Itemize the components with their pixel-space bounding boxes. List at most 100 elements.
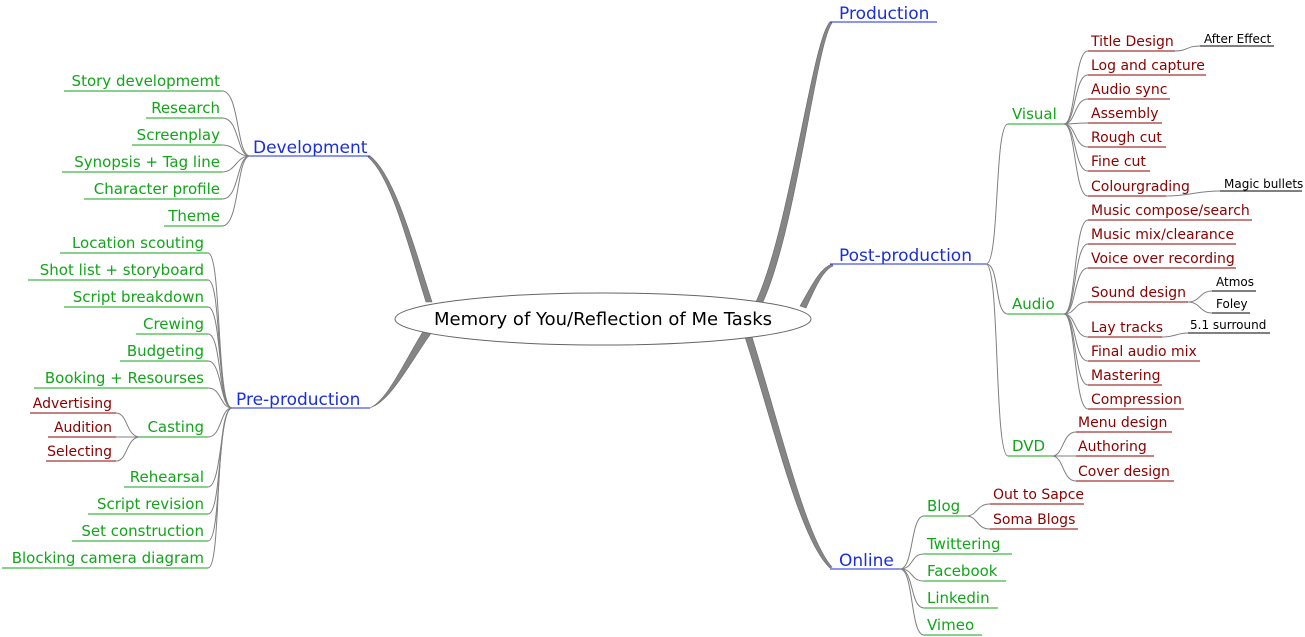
pre-production-items: Location scouting Shot list + storyboard… — [2, 234, 208, 569]
svg-text:Voice over recording: Voice over recording — [1091, 251, 1235, 267]
svg-text:Budgeting: Budgeting — [127, 342, 204, 360]
svg-text:Crewing: Crewing — [143, 315, 204, 333]
casting-items: Advertising Audition Selecting — [30, 396, 116, 462]
list-item[interactable]: Music mix/clearance — [1088, 227, 1236, 245]
list-item[interactable]: Booking + Resourses — [34, 369, 208, 389]
list-item[interactable]: Soma Blogs — [990, 512, 1078, 530]
svg-text:Location scouting: Location scouting — [72, 234, 204, 252]
list-item[interactable]: Location scouting — [60, 234, 208, 254]
svg-text:Theme: Theme — [167, 207, 220, 225]
svg-text:Screenplay: Screenplay — [137, 126, 220, 144]
branch-pre-production[interactable]: Pre-production — [232, 390, 370, 410]
svg-text:Rehearsal: Rehearsal — [130, 468, 204, 486]
list-item[interactable]: Mastering — [1088, 368, 1162, 386]
svg-text:Music compose/search: Music compose/search — [1091, 203, 1250, 219]
svg-text:After Effect: After Effect — [1204, 32, 1271, 46]
list-item[interactable]: Audio sync — [1088, 82, 1170, 100]
development-label: Development — [253, 138, 368, 158]
svg-text:Blog: Blog — [927, 497, 960, 515]
list-item[interactable]: Research — [146, 99, 222, 119]
list-item[interactable]: Fine cut — [1088, 154, 1150, 172]
list-item[interactable]: Compression — [1088, 392, 1184, 410]
list-item[interactable]: Theme — [164, 207, 222, 227]
svg-text:Fine cut: Fine cut — [1091, 154, 1146, 170]
note-item[interactable]: After Effect — [1200, 32, 1274, 47]
list-item[interactable]: Story developmemt — [64, 72, 222, 92]
list-item[interactable]: Voice over recording — [1088, 251, 1236, 269]
list-item[interactable]: Twittering — [924, 535, 1012, 555]
list-item[interactable]: Crewing — [136, 315, 208, 335]
list-item[interactable]: Synopsis + Tag line — [62, 153, 222, 173]
list-item[interactable]: Rehearsal — [124, 468, 208, 488]
note-item[interactable]: Magic bullets — [1220, 177, 1303, 192]
branch-development[interactable]: Development — [250, 138, 370, 158]
list-item[interactable]: Audition — [48, 420, 116, 438]
svg-text:Lay tracks: Lay tracks — [1091, 320, 1163, 336]
branch-post-production[interactable]: Post-production — [830, 246, 986, 266]
list-item[interactable]: Linkedin — [924, 589, 998, 609]
branch-connectors — [115, 45, 1221, 636]
svg-text:Menu design: Menu design — [1078, 415, 1167, 431]
list-item[interactable]: Log and capture — [1088, 58, 1206, 76]
note-item[interactable]: Atmos — [1212, 275, 1256, 292]
svg-text:Shot list + storyboard: Shot list + storyboard — [40, 261, 204, 279]
list-item[interactable]: Title Design — [1088, 34, 1175, 52]
list-item-casting[interactable]: Casting — [140, 418, 208, 438]
list-item[interactable]: Selecting — [46, 444, 116, 462]
svg-text:Final audio mix: Final audio mix — [1091, 344, 1197, 360]
svg-text:Audition: Audition — [54, 420, 112, 436]
svg-text:Out to Sapce: Out to Sapce — [993, 487, 1084, 503]
svg-text:Sound design: Sound design — [1091, 285, 1186, 301]
list-item[interactable]: Vimeo — [924, 616, 982, 636]
list-item[interactable]: Sound design — [1088, 285, 1188, 303]
list-item[interactable]: Assembly — [1088, 106, 1162, 124]
list-item[interactable]: Colourgrading — [1088, 179, 1190, 197]
root-label: Memory of You/Reflection of Me Tasks — [434, 309, 772, 330]
svg-text:Research: Research — [151, 99, 220, 117]
group-audio[interactable]: Audio — [1008, 295, 1064, 315]
root-node[interactable]: Memory of You/Reflection of Me Tasks — [394, 292, 812, 346]
list-item[interactable]: Character profile — [84, 180, 222, 200]
list-item[interactable]: Lay tracks — [1088, 320, 1163, 338]
svg-text:Script revision: Script revision — [97, 495, 204, 513]
list-item[interactable]: Screenplay — [132, 126, 222, 146]
dvd-items: Menu design Authoring Cover design — [1076, 415, 1174, 482]
list-item[interactable]: Script revision — [88, 495, 208, 515]
svg-text:Story developmemt: Story developmemt — [72, 72, 221, 90]
group-visual[interactable]: Visual — [1008, 105, 1064, 125]
svg-text:Audio sync: Audio sync — [1091, 82, 1167, 98]
svg-text:Soma Blogs: Soma Blogs — [993, 512, 1075, 528]
audio-items: Music compose/search Music mix/clearance… — [1088, 203, 1270, 410]
svg-text:Title Design: Title Design — [1090, 34, 1174, 50]
online-label: Online — [839, 551, 894, 571]
list-item[interactable]: Shot list + storyboard — [28, 261, 208, 281]
list-item[interactable]: Cover design — [1076, 464, 1174, 482]
list-item-blog[interactable]: Blog — [924, 497, 966, 517]
root-ellipse — [394, 292, 812, 346]
list-item[interactable]: Music compose/search — [1088, 203, 1252, 221]
audio-label: Audio — [1012, 295, 1055, 313]
note-item[interactable]: Foley — [1212, 297, 1250, 314]
group-dvd[interactable]: DVD — [1008, 437, 1052, 457]
svg-text:Selecting: Selecting — [47, 444, 112, 460]
svg-text:Booking + Resourses: Booking + Resourses — [45, 369, 204, 387]
production-label: Production — [839, 4, 929, 24]
list-item[interactable]: Blocking camera diagram — [2, 549, 208, 569]
list-item[interactable]: Script breakdown — [64, 288, 208, 308]
list-item[interactable]: Out to Sapce — [990, 487, 1084, 505]
svg-text:Character profile: Character profile — [94, 180, 220, 198]
list-item[interactable]: Facebook — [924, 562, 1006, 582]
list-item[interactable]: Set construction — [72, 522, 208, 542]
list-item[interactable]: Rough cut — [1088, 130, 1166, 148]
list-item[interactable]: Budgeting — [120, 342, 208, 362]
note-item[interactable]: 5.1 surround — [1188, 318, 1270, 334]
online-items: Blog Twittering Facebook Linkedin Vimeo — [924, 497, 1012, 636]
list-item[interactable]: Authoring — [1076, 439, 1154, 457]
branch-online[interactable]: Online — [830, 551, 900, 571]
list-item[interactable]: Advertising — [30, 396, 116, 414]
list-item[interactable]: Menu design — [1076, 415, 1172, 433]
svg-text:Set construction: Set construction — [81, 522, 204, 540]
branch-production[interactable]: Production — [830, 4, 937, 24]
svg-text:Foley: Foley — [1216, 297, 1248, 311]
list-item[interactable]: Final audio mix — [1088, 344, 1200, 362]
